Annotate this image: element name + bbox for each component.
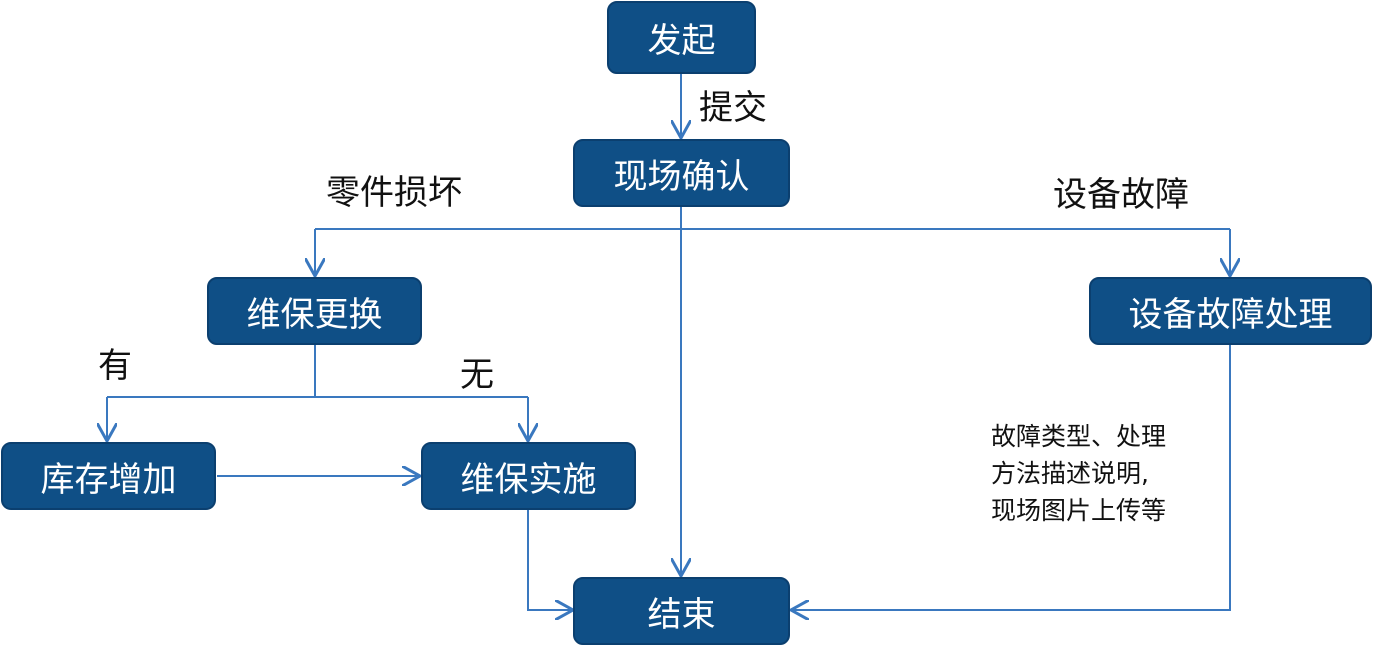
onsite-confirm-node-label: 现场确认 — [613, 156, 750, 197]
device-fault-handle-node: 设备故障处理 — [1089, 277, 1372, 345]
onsite-confirm-node: 现场确认 — [573, 139, 790, 207]
fault-handle-note-line-1: 故障类型、处理 — [991, 422, 1167, 451]
maintenance-replace-node-label: 维保更换 — [246, 294, 383, 335]
fault-handle-note-line-3: 现场图片上传等 — [991, 496, 1167, 525]
edge-label-have: 有 — [98, 346, 132, 386]
maintenance-replace-node: 维保更换 — [207, 277, 422, 345]
maintenance-execute-node: 维保实施 — [421, 442, 636, 510]
end-node: 结束 — [573, 577, 790, 645]
start-node: 发起 — [607, 1, 756, 74]
edge-execute-to-end — [527, 510, 573, 610]
edge-label-device-fault: 设备故障 — [1053, 175, 1189, 215]
inventory-add-node: 库存增加 — [1, 442, 216, 510]
edge-label-submit: 提交 — [699, 88, 767, 128]
edge-label-none: 无 — [460, 355, 494, 395]
inventory-add-node-label: 库存增加 — [40, 459, 177, 500]
fault-handle-note-line-2: 方法描述说明, — [991, 459, 1149, 488]
maintenance-execute-node-label: 维保实施 — [460, 459, 597, 500]
end-node-label: 结束 — [647, 594, 716, 635]
device-fault-handle-node-label: 设备故障处理 — [1128, 294, 1333, 335]
edge-label-part-damaged: 零件损坏 — [326, 173, 462, 213]
start-node-label: 发起 — [647, 21, 716, 61]
fault-handle-note: 故障类型、处理 方法描述说明, 现场图片上传等 — [991, 418, 1166, 529]
edge-fault-to-end — [791, 344, 1231, 610]
